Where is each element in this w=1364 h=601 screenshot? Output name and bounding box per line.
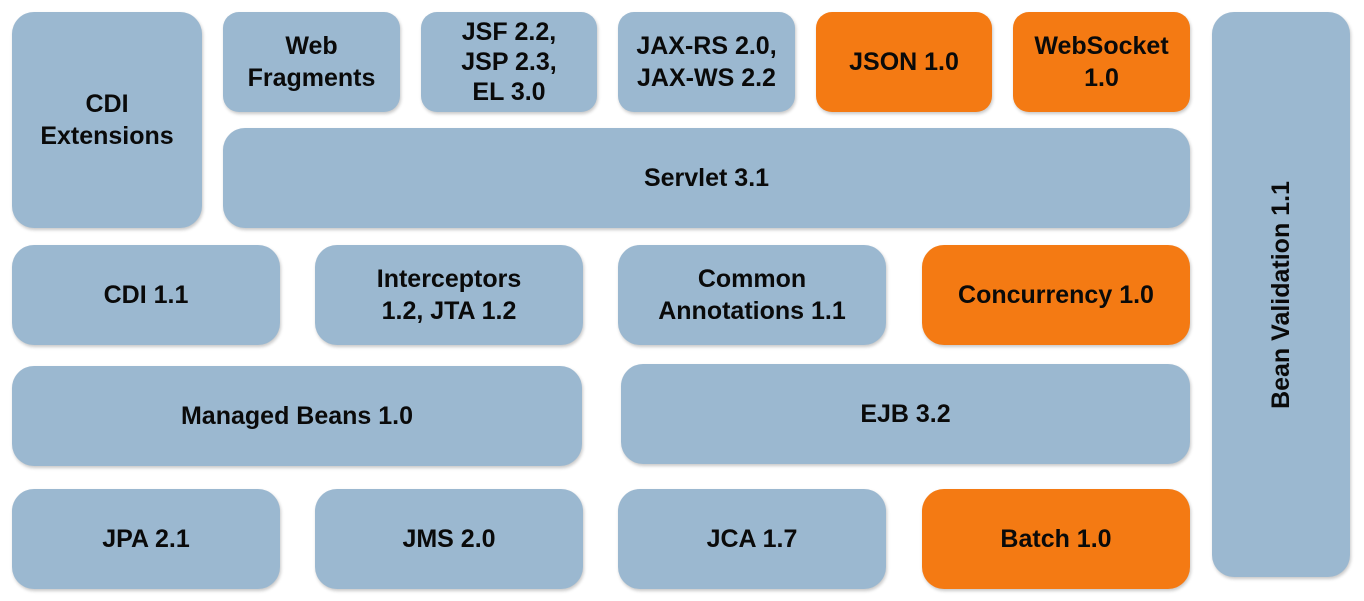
- jaxrs-jaxws-label: JAX-RS 2.0, JAX-WS 2.2: [636, 32, 777, 92]
- bean-validation-label: Bean Validation 1.1: [1267, 180, 1296, 409]
- json-label: JSON 1.0: [849, 48, 959, 76]
- jsf-jsp-el-block: JSF 2.2, JSP 2.3, EL 3.0: [421, 12, 597, 112]
- ejb-block: EJB 3.2: [621, 364, 1190, 464]
- concurrency-label: Concurrency 1.0: [958, 281, 1154, 309]
- web-fragments-label: Web Fragments: [247, 32, 376, 92]
- ejb-label: EJB 3.2: [860, 400, 951, 428]
- batch-block: Batch 1.0: [922, 489, 1190, 589]
- managed-beans-label: Managed Beans 1.0: [180, 402, 414, 430]
- jms-block: JMS 2.0: [315, 489, 583, 589]
- jaxrs-jaxws-block: JAX-RS 2.0, JAX-WS 2.2: [618, 12, 795, 112]
- interceptors-jta-block: Interceptors 1.2, JTA 1.2: [315, 245, 583, 345]
- servlet-label: Servlet 3.1: [643, 164, 770, 192]
- jca-label: JCA 1.7: [706, 525, 798, 553]
- jsf-jsp-el-label: JSF 2.2, JSP 2.3, EL 3.0: [461, 18, 557, 106]
- managed-beans-block: Managed Beans 1.0: [12, 366, 582, 466]
- cdi-extensions-label: CDI Extensions: [40, 90, 174, 150]
- cdi-label: CDI 1.1: [103, 281, 189, 309]
- servlet-block: Servlet 3.1: [223, 128, 1190, 228]
- interceptors-jta-label: Interceptors 1.2, JTA 1.2: [376, 265, 522, 325]
- jpa-label: JPA 2.1: [102, 525, 190, 553]
- web-fragments-block: Web Fragments: [223, 12, 400, 112]
- cdi-extensions-block: CDI Extensions: [12, 12, 202, 228]
- jca-block: JCA 1.7: [618, 489, 886, 589]
- batch-label: Batch 1.0: [1000, 525, 1112, 553]
- jpa-block: JPA 2.1: [12, 489, 280, 589]
- bean-validation-block: Bean Validation 1.1: [1212, 12, 1350, 577]
- common-annotations-label: Common Annotations 1.1: [658, 265, 846, 325]
- concurrency-block: Concurrency 1.0: [922, 245, 1190, 345]
- websocket-block: WebSocket 1.0: [1013, 12, 1190, 112]
- json-block: JSON 1.0: [816, 12, 992, 112]
- websocket-label: WebSocket 1.0: [1034, 32, 1169, 92]
- jms-label: JMS 2.0: [402, 525, 496, 553]
- cdi-block: CDI 1.1: [12, 245, 280, 345]
- common-annotations-block: Common Annotations 1.1: [618, 245, 886, 345]
